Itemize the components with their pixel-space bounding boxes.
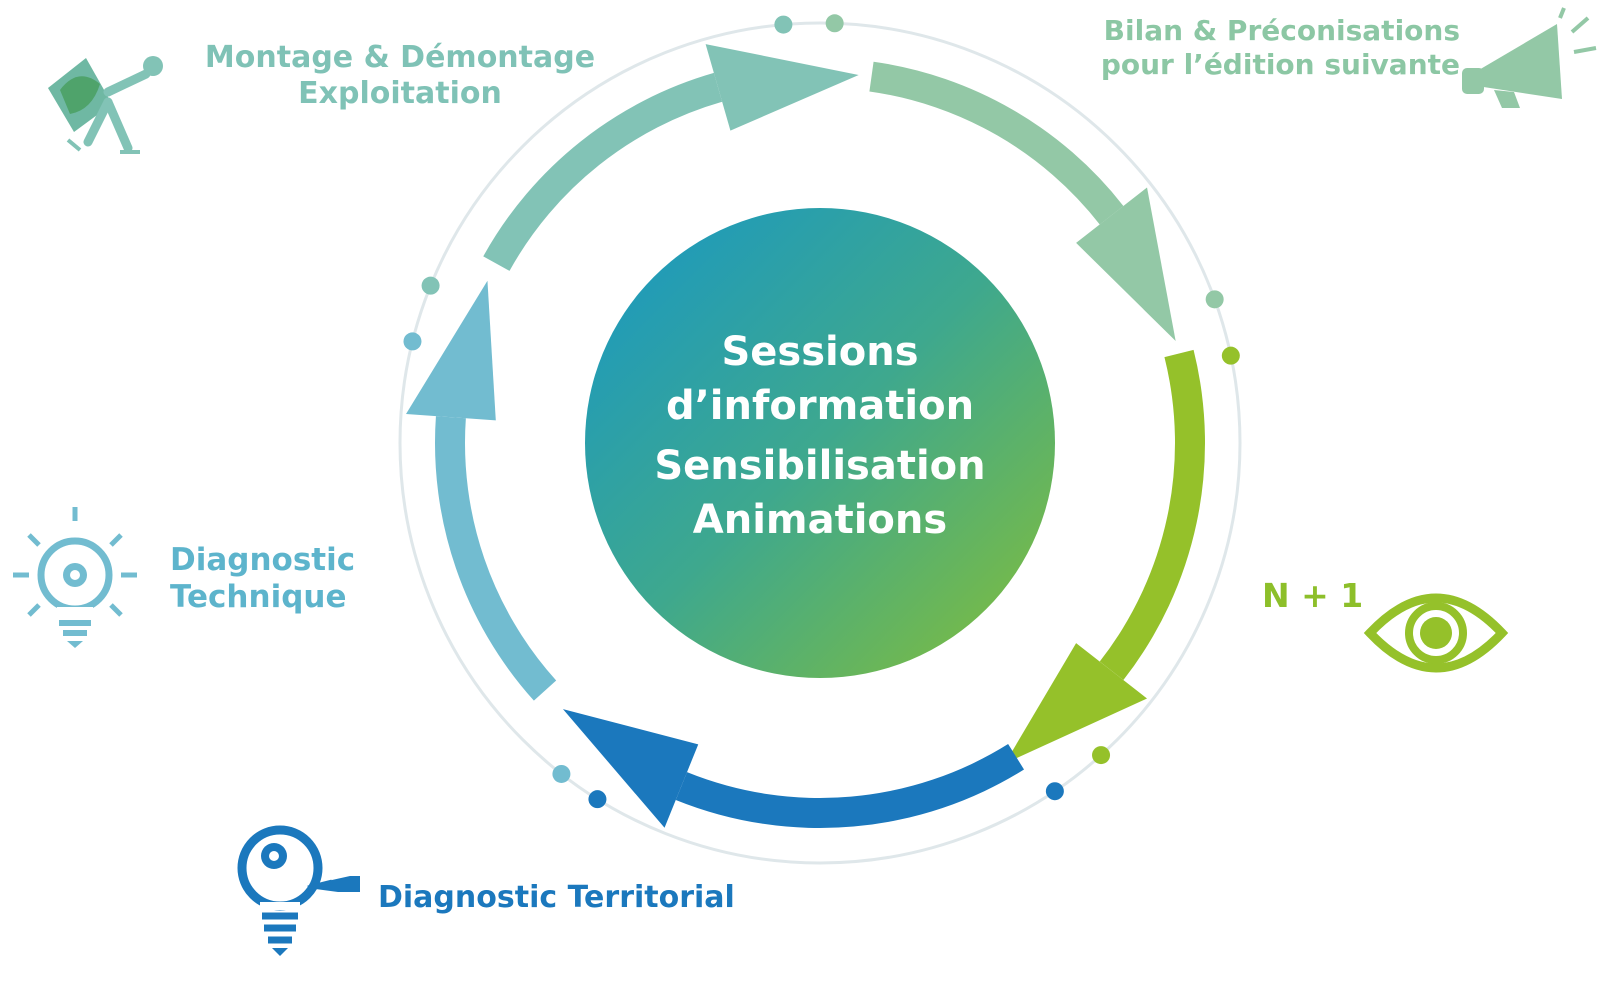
eye-icon	[1363, 593, 1509, 673]
ring-dot	[552, 764, 571, 783]
lightbulb-gear-icon	[13, 507, 137, 648]
ring-dot	[1045, 782, 1064, 801]
stage-label-diagnostic-technique: Diagnostic Technique	[170, 542, 355, 616]
stage-label-diagnostic-territorial: Diagnostic Territorial	[378, 880, 735, 915]
arrow-n-plus-1-head	[1005, 643, 1148, 764]
arrow-diagnostic-technique-head	[406, 280, 496, 421]
arrow-diagnostic-technique-band	[435, 416, 557, 701]
ring-dot	[1221, 346, 1240, 365]
stage-label-montage-line2: Exploitation	[298, 76, 502, 111]
center-line-animations: Animations	[692, 497, 948, 543]
center-text: Sessions d’information Sensibilisation A…	[605, 325, 1035, 547]
megaphone-icon	[1462, 7, 1597, 108]
ring-dot	[421, 276, 440, 295]
ring-dot	[774, 15, 793, 34]
center-circle	[585, 208, 1055, 678]
center-line-information: d’information	[665, 383, 975, 429]
stage-label-montage-line1: Montage & Démontage	[204, 40, 596, 75]
arrow-bilan-head	[1076, 187, 1176, 342]
outer-ring	[398, 21, 1242, 865]
ring-dot	[1205, 290, 1224, 309]
arrow-montage-head	[705, 44, 859, 131]
stage-label-bilan: Bilan & Préconisations pour l’édition su…	[1060, 14, 1460, 81]
ring-dot	[403, 332, 422, 351]
cycle-arrows	[406, 44, 1205, 828]
stage-label-montage: Montage & Démontage Exploitation	[195, 40, 605, 112]
ring-dot	[825, 14, 844, 33]
ring-dot	[1092, 746, 1111, 765]
ring-dot	[588, 790, 607, 809]
ring-dots	[403, 14, 1240, 809]
arrow-diagnostic-territorial-head	[562, 709, 699, 828]
stage-label-diagnostic-technique-line2: Technique	[170, 579, 347, 616]
stage-label-bilan-line1: Bilan & Préconisations	[1103, 14, 1460, 47]
arrow-bilan-band	[869, 61, 1124, 225]
outer-ring-circle	[398, 21, 1242, 865]
center-line-sessions: Sessions	[721, 329, 919, 375]
center-line-sensibilisation: Sensibilisation	[654, 443, 986, 489]
lightbulb-gear-tag-icon	[237, 825, 360, 956]
stage-label-n-plus-1: N + 1	[1262, 576, 1364, 615]
arrow-n-plus-1-band	[1099, 349, 1205, 681]
stage-label-diagnostic-technique-line1: Diagnostic	[170, 542, 356, 578]
worker-carrying-bag-icon	[48, 56, 163, 154]
arrow-montage-band	[483, 72, 723, 271]
arrow-diagnostic-territorial-band	[675, 744, 1025, 828]
stage-label-bilan-line2: pour l’édition suivante	[1100, 47, 1460, 81]
